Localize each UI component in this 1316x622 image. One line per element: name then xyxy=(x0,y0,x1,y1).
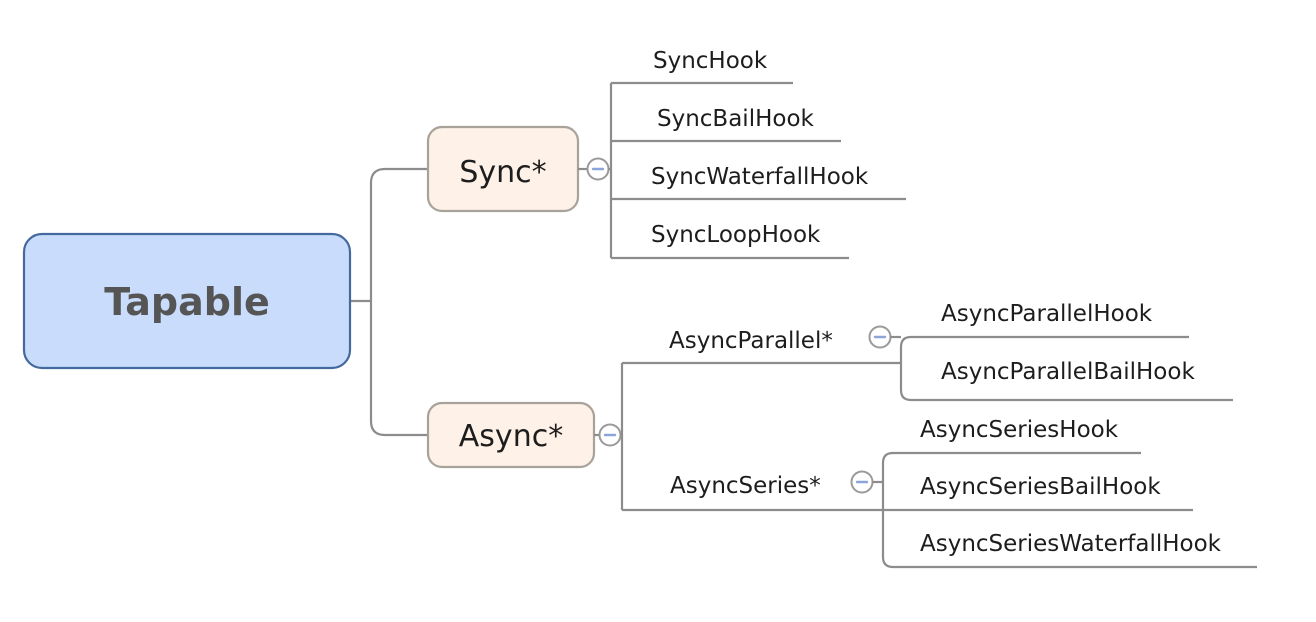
asyncparallel-leaf-labels: AsyncParallelHook AsyncParallelBailHook xyxy=(941,301,1195,385)
root-node[interactable]: Tapable xyxy=(22,232,352,370)
leaf-label-syncwaterfallhook[interactable]: SyncWaterfallHook xyxy=(651,164,869,190)
branch-async[interactable]: Async* xyxy=(426,401,596,469)
root-trunk-to-async xyxy=(369,301,428,437)
root-trunk-to-sync xyxy=(369,167,428,301)
collapse-toggle-sync[interactable] xyxy=(578,157,611,181)
collapse-toggle-asyncparallel[interactable] xyxy=(868,325,892,349)
root-node-box[interactable] xyxy=(22,232,352,370)
async-children-connectors xyxy=(620,361,869,512)
leaf-label-asyncparallelhook[interactable]: AsyncParallelHook xyxy=(941,301,1153,327)
collapse-toggle-async[interactable] xyxy=(594,423,622,447)
branch-sync[interactable]: Sync* xyxy=(426,125,580,213)
sync-leaf-labels: SyncHook SyncBailHook SyncWaterfallHook … xyxy=(651,48,869,248)
leaf-label-asyncseriesbailhook[interactable]: AsyncSeriesBailHook xyxy=(920,474,1161,500)
leaf-label-syncloophook[interactable]: SyncLoopHook xyxy=(651,222,821,248)
asyncseries-leaf-labels: AsyncSeriesHook AsyncSeriesBailHook Asyn… xyxy=(920,417,1222,557)
root-node-label: Tapable xyxy=(104,280,270,324)
asyncparallel-trunk xyxy=(899,348,912,402)
asyncparallel-trunk-upper xyxy=(899,335,912,349)
root-connector-group xyxy=(350,167,428,437)
subbranch-asyncparallel[interactable]: AsyncParallel* xyxy=(669,328,833,354)
asyncseries-children-connectors xyxy=(851,451,1257,569)
leaf-label-synchook[interactable]: SyncHook xyxy=(653,48,768,74)
leaf-label-syncbailhook[interactable]: SyncBailHook xyxy=(657,106,815,132)
asyncseries-trunk xyxy=(881,451,894,569)
collapse-toggle-asyncseries[interactable] xyxy=(850,470,874,494)
leaf-label-asyncserieshook[interactable]: AsyncSeriesHook xyxy=(920,417,1119,443)
sync-children-connectors xyxy=(609,81,906,260)
branch-async-label: Async* xyxy=(459,419,563,454)
leaf-label-asyncparallelbailhook[interactable]: AsyncParallelBailHook xyxy=(941,359,1195,385)
leaf-label-asyncserieswaterfallhook[interactable]: AsyncSeriesWaterfallHook xyxy=(920,531,1222,557)
asyncparallel-children-connectors xyxy=(869,335,1233,402)
branch-sync-label: Sync* xyxy=(459,155,546,190)
subbranch-asyncparallel-label[interactable]: AsyncParallel* xyxy=(669,328,833,354)
subbranch-asyncseries[interactable]: AsyncSeries* xyxy=(670,473,821,499)
subbranch-asyncseries-label[interactable]: AsyncSeries* xyxy=(670,473,821,499)
